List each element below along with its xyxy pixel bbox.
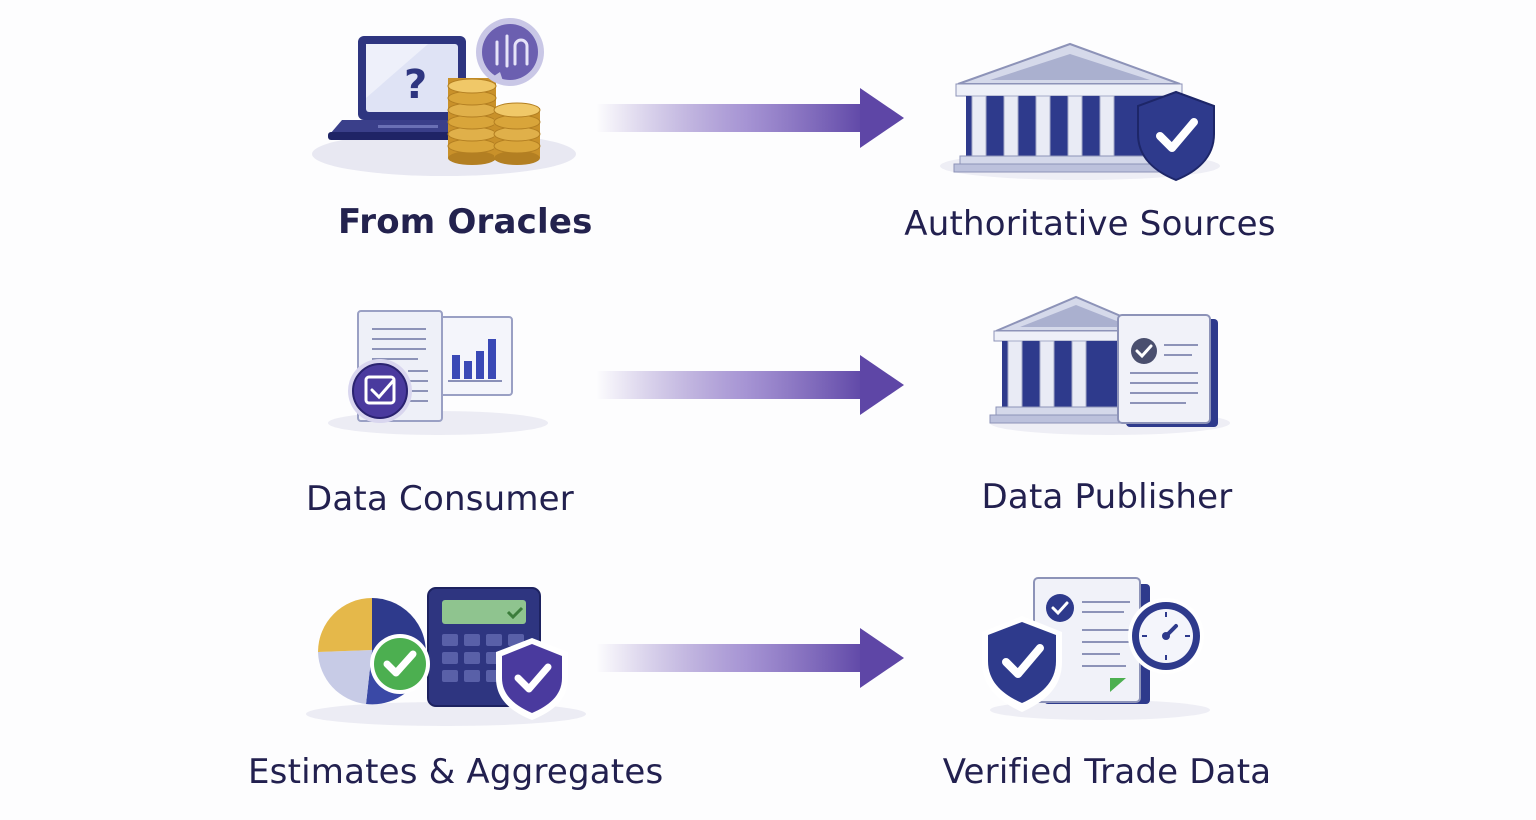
pie-calculator-shield-icon (296, 582, 596, 732)
laptop-coins-oracle-icon: ? (308, 18, 588, 178)
mapping-row-data-consumer: Data Consumer (0, 273, 1536, 546)
question-mark-icon: ? (404, 62, 427, 108)
arrow-icon (596, 626, 908, 690)
target-label-verified-trade-data: Verified Trade Data (942, 752, 1272, 792)
mapping-row-estimates: Estimates & Aggregates (0, 546, 1536, 819)
source-label-estimates-aggregates: Estimates & Aggregates (248, 752, 664, 792)
source-label-data-consumer: Data Consumer (306, 479, 574, 519)
arrow-icon (596, 86, 908, 150)
arrow-icon (596, 353, 908, 417)
bank-shield-icon (930, 36, 1230, 186)
mapping-row-oracles: ? (0, 0, 1536, 273)
bank-certificate-icon (980, 293, 1240, 443)
target-label-authoritative-sources: Authoritative Sources (904, 204, 1276, 244)
target-label-data-publisher: Data Publisher (981, 477, 1233, 517)
documents-chart-checkbox-icon (318, 303, 558, 443)
shield-document-clock-icon (970, 574, 1230, 724)
source-label-from-oracles: From Oracles (338, 202, 593, 242)
